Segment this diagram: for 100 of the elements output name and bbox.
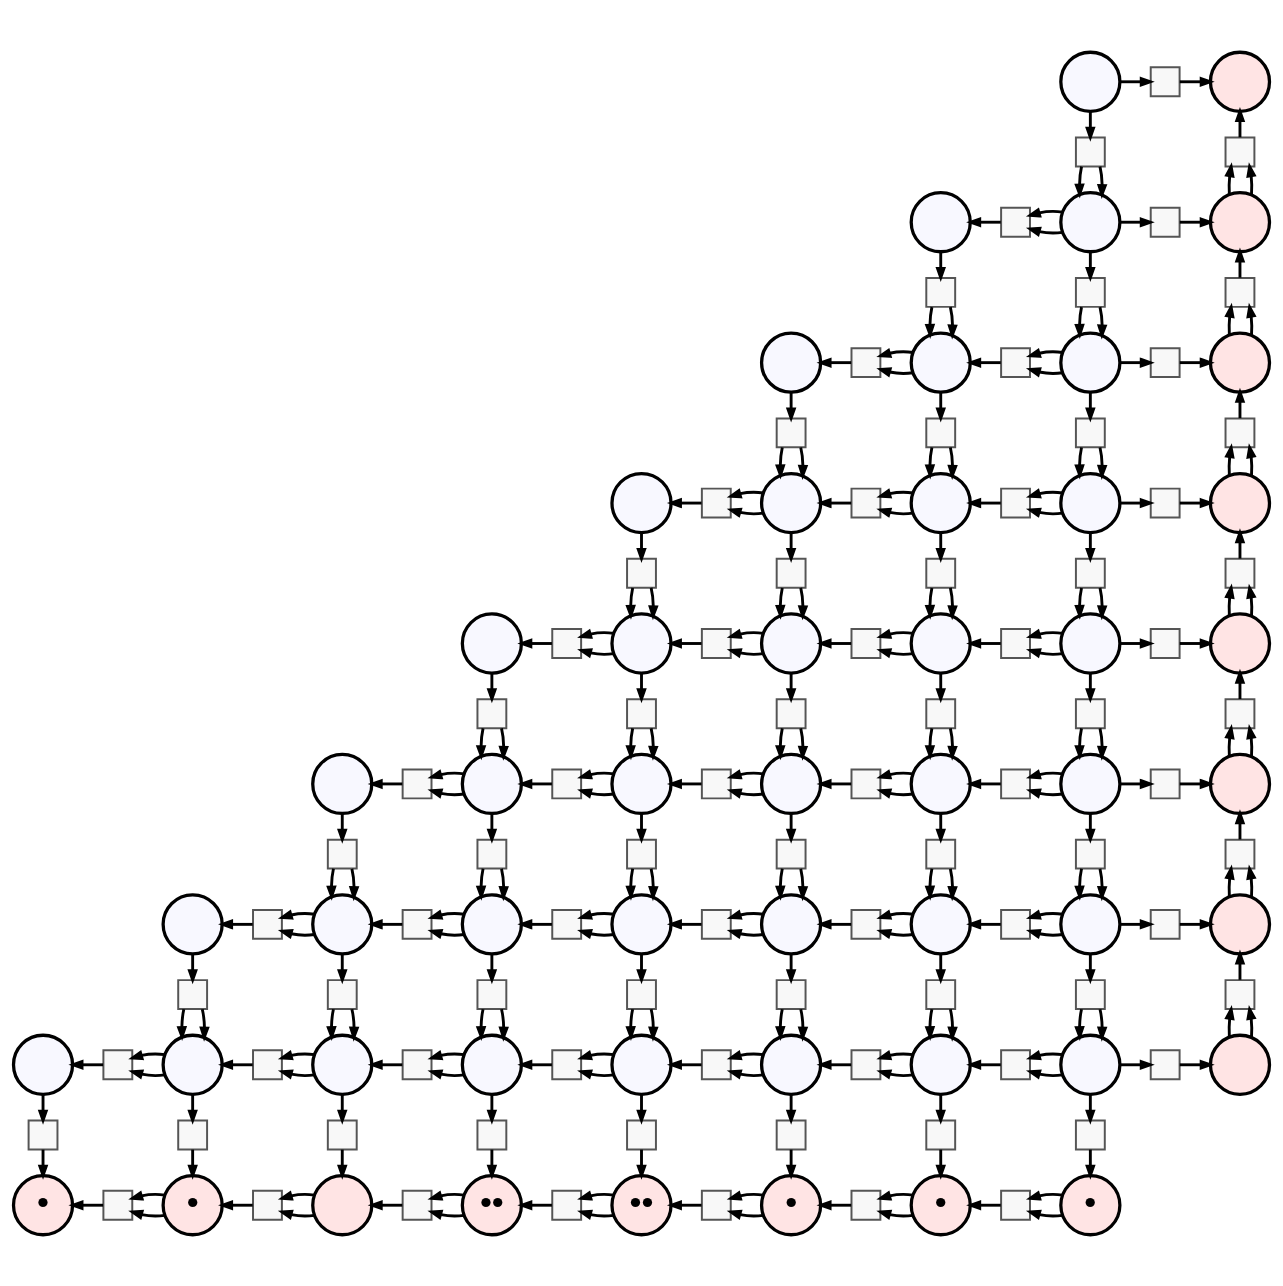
- node-box: [700, 1189, 732, 1221]
- node-box: [1074, 557, 1106, 589]
- node-circle: [460, 752, 524, 815]
- arrow: [187, 953, 198, 984]
- node-circle: [460, 611, 524, 675]
- arrow: [577, 1049, 614, 1060]
- node-box: [1149, 65, 1181, 97]
- node-box: [1000, 768, 1031, 799]
- node-box: [1224, 978, 1256, 1010]
- node-box: [401, 1189, 433, 1221]
- node-box: [1000, 1048, 1031, 1080]
- arrow: [1179, 637, 1215, 649]
- arrow: [726, 647, 764, 658]
- node-circle: [610, 892, 673, 956]
- arrow: [577, 1189, 614, 1201]
- arrow: [475, 727, 487, 760]
- node-box: [1149, 346, 1181, 378]
- arrow: [475, 1008, 487, 1041]
- arrow: [1025, 1209, 1063, 1220]
- node-box: [775, 1119, 807, 1150]
- node-circle: [1059, 752, 1122, 815]
- arrow: [785, 813, 797, 844]
- node-box: [850, 346, 882, 378]
- arrow: [1025, 206, 1063, 218]
- arrow: [577, 628, 614, 639]
- arrow: [367, 918, 403, 930]
- arrow: [1025, 768, 1063, 779]
- arrow: [966, 918, 1001, 930]
- arrow: [427, 788, 465, 799]
- arrow: [218, 1199, 253, 1210]
- arrow: [1179, 1059, 1215, 1070]
- arrow: [427, 928, 465, 939]
- arrow: [1025, 347, 1063, 358]
- arrow: [625, 727, 636, 760]
- node-box: [626, 838, 657, 870]
- arrow: [1085, 1093, 1096, 1125]
- node-box: [1149, 908, 1181, 940]
- arrow: [816, 497, 852, 508]
- node-box: [1074, 697, 1106, 729]
- arrow: [326, 1008, 337, 1041]
- arrow: [1074, 306, 1085, 339]
- node-circle: [909, 892, 972, 956]
- node-circle: •: [1059, 1173, 1122, 1236]
- node-circle: [311, 752, 374, 815]
- arrow: [924, 587, 936, 620]
- arrow: [577, 1209, 614, 1220]
- arrow: [337, 813, 348, 844]
- arrow: [726, 928, 764, 939]
- node-box: [1000, 346, 1031, 378]
- arrow: [577, 1068, 614, 1080]
- arrow: [797, 587, 809, 620]
- arrow: [1224, 583, 1235, 615]
- node-box: [925, 697, 957, 729]
- arrow: [947, 868, 958, 901]
- arrow: [1179, 497, 1215, 508]
- arrow: [1096, 727, 1108, 761]
- arrow: [636, 953, 647, 984]
- arrow: [517, 637, 552, 649]
- arrow: [935, 672, 946, 703]
- node-circle: [311, 1173, 374, 1236]
- arrow: [1120, 1059, 1155, 1070]
- node-box: [1224, 276, 1256, 308]
- arrow: [1025, 1068, 1063, 1080]
- arrow: [1096, 868, 1108, 901]
- arrow: [785, 953, 797, 984]
- arrow: [876, 507, 914, 518]
- arrow: [924, 868, 936, 901]
- arrow: [924, 727, 936, 760]
- arrow: [775, 446, 786, 479]
- node-box: [551, 768, 583, 799]
- arrow: [128, 1189, 166, 1201]
- arrow: [1224, 864, 1235, 896]
- arrow: [68, 1059, 104, 1070]
- arrow: [1025, 1049, 1063, 1060]
- node-circle: [1059, 1033, 1122, 1096]
- node-circle: [909, 611, 972, 675]
- node-box: [850, 768, 882, 799]
- arrow: [966, 1059, 1001, 1070]
- node-circle: ••: [610, 1173, 673, 1236]
- arrow: [577, 928, 614, 939]
- arrow: [785, 532, 797, 563]
- node-circle: [909, 752, 972, 815]
- node-circle: [1208, 330, 1272, 394]
- node-box: [1224, 416, 1256, 448]
- arrow: [577, 647, 614, 658]
- node-circle: [1208, 190, 1272, 253]
- node-box: [925, 557, 957, 589]
- arrow: [876, 628, 914, 639]
- node-box: [1074, 136, 1106, 167]
- arrow: [966, 637, 1001, 649]
- arrow: [797, 446, 809, 480]
- arrow: [1025, 507, 1063, 518]
- node-circle: [161, 892, 224, 956]
- arrow: [187, 1093, 198, 1125]
- arrow: [1085, 110, 1096, 142]
- arrow: [935, 532, 946, 563]
- arrow: [427, 909, 465, 920]
- arrow: [1224, 723, 1235, 756]
- arrow: [816, 918, 852, 930]
- arrow: [947, 446, 958, 480]
